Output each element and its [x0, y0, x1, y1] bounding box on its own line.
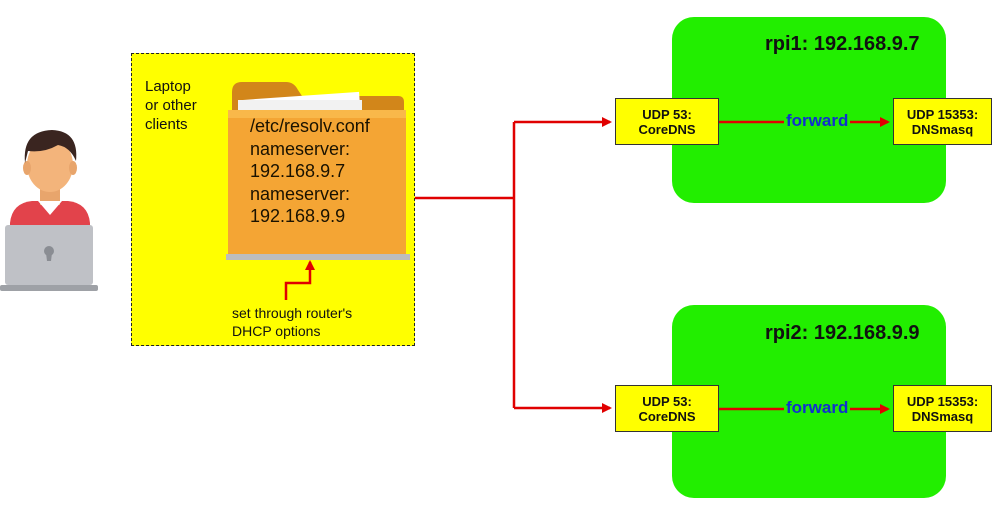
rpi2-coredns-port: UDP 53: CoreDNS: [615, 385, 719, 432]
resolv-file-name: /etc/resolv.conf: [250, 116, 370, 136]
nameserver-1-key: nameserver:: [250, 138, 351, 159]
client-label-line: clients: [145, 116, 188, 133]
port-line: CoreDNS: [638, 408, 696, 424]
resolv-conf-contents: /etc/resolv.conf nameserver: 192.168.9.7…: [250, 115, 370, 228]
port-line: UDP 15353:: [906, 106, 979, 122]
rpi2-dnsmasq-port: UDP 15353: DNSmasq: [893, 385, 992, 432]
client-label: Laptop or other clients: [145, 77, 197, 134]
client-label-line: Laptop: [145, 78, 191, 95]
person-with-laptop-icon: [0, 130, 98, 291]
port-line: CoreDNS: [638, 121, 696, 137]
port-line: UDP 53:: [642, 393, 692, 409]
dhcp-note-line: set through router's: [232, 305, 353, 321]
client-label-line: or other: [145, 97, 197, 114]
folder-icon: [226, 82, 410, 260]
rpi1-dnsmasq-port: UDP 15353: DNSmasq: [893, 98, 992, 145]
rpi2-title: rpi2: 192.168.9.9: [765, 322, 920, 344]
port-line: DNSmasq: [911, 121, 974, 137]
rpi1-coredns-port: UDP 53: CoreDNS: [615, 98, 719, 145]
dhcp-note-line: DHCP options: [232, 323, 321, 339]
rpi2-forward-label: forward: [784, 398, 851, 418]
rpi1-forward-label: forward: [784, 111, 851, 131]
port-line: DNSmasq: [911, 408, 974, 424]
rpi1-title: rpi1: 192.168.9.7: [765, 33, 920, 55]
port-line: UDP 15353:: [906, 393, 979, 409]
nameserver-1-ip: 192.168.9.7: [250, 161, 346, 181]
dhcp-note: set through router's DHCP options: [232, 304, 352, 340]
dhcp-note-arrow: [284, 260, 315, 300]
nameserver-2-ip: 192.168.9.9: [250, 206, 346, 226]
nameserver-2-key: nameserver:: [250, 183, 351, 204]
port-line: UDP 53:: [642, 106, 692, 122]
